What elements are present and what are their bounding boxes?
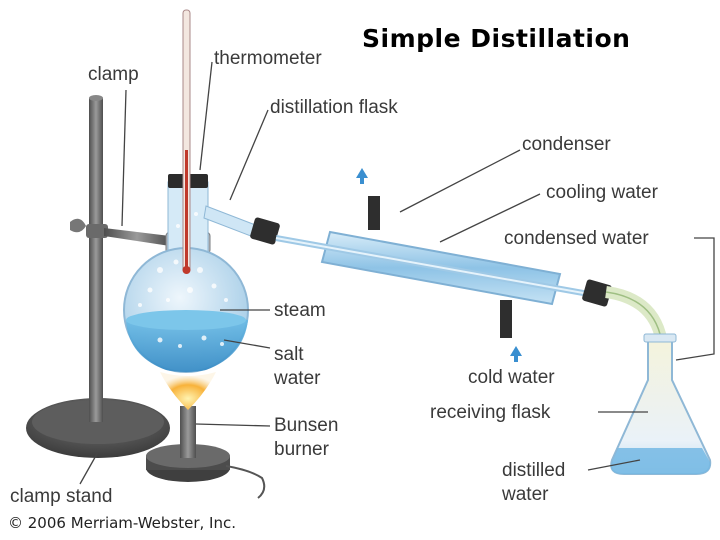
clamp-stand [26,95,170,458]
bunsen-burner [146,406,266,499]
copyright: © 2006 Merriam-Webster, Inc. [8,514,237,532]
label-distilled-water-1: distilled [502,460,566,481]
flame [160,372,216,410]
label-receiving-flask: receiving flask [430,402,551,423]
label-cold-water: cold water [468,367,555,388]
label-distillation-flask: distillation flask [270,97,398,118]
label-cooling-water: cooling water [546,182,658,203]
label-condenser: condenser [522,134,611,155]
thermometer [182,9,191,274]
label-salt-water-1: salt [274,344,304,365]
label-clamp: clamp [88,64,139,85]
side-arm [203,205,280,245]
label-thermometer: thermometer [214,48,322,69]
label-bunsen-2: burner [274,439,329,460]
leader-lines [79,61,715,485]
diagram-title: Simple Distillation [362,24,631,53]
label-bunsen-1: Bunsen [274,415,339,436]
water-arrows [356,168,522,362]
label-distilled-water-2: water [502,484,549,505]
receiving-flask [610,333,712,475]
label-condensed-water: condensed water [504,228,649,249]
condenser [275,196,612,338]
label-salt-water-2: water [274,368,321,389]
label-steam: steam [274,300,326,321]
label-clamp-stand: clamp stand [10,486,113,507]
